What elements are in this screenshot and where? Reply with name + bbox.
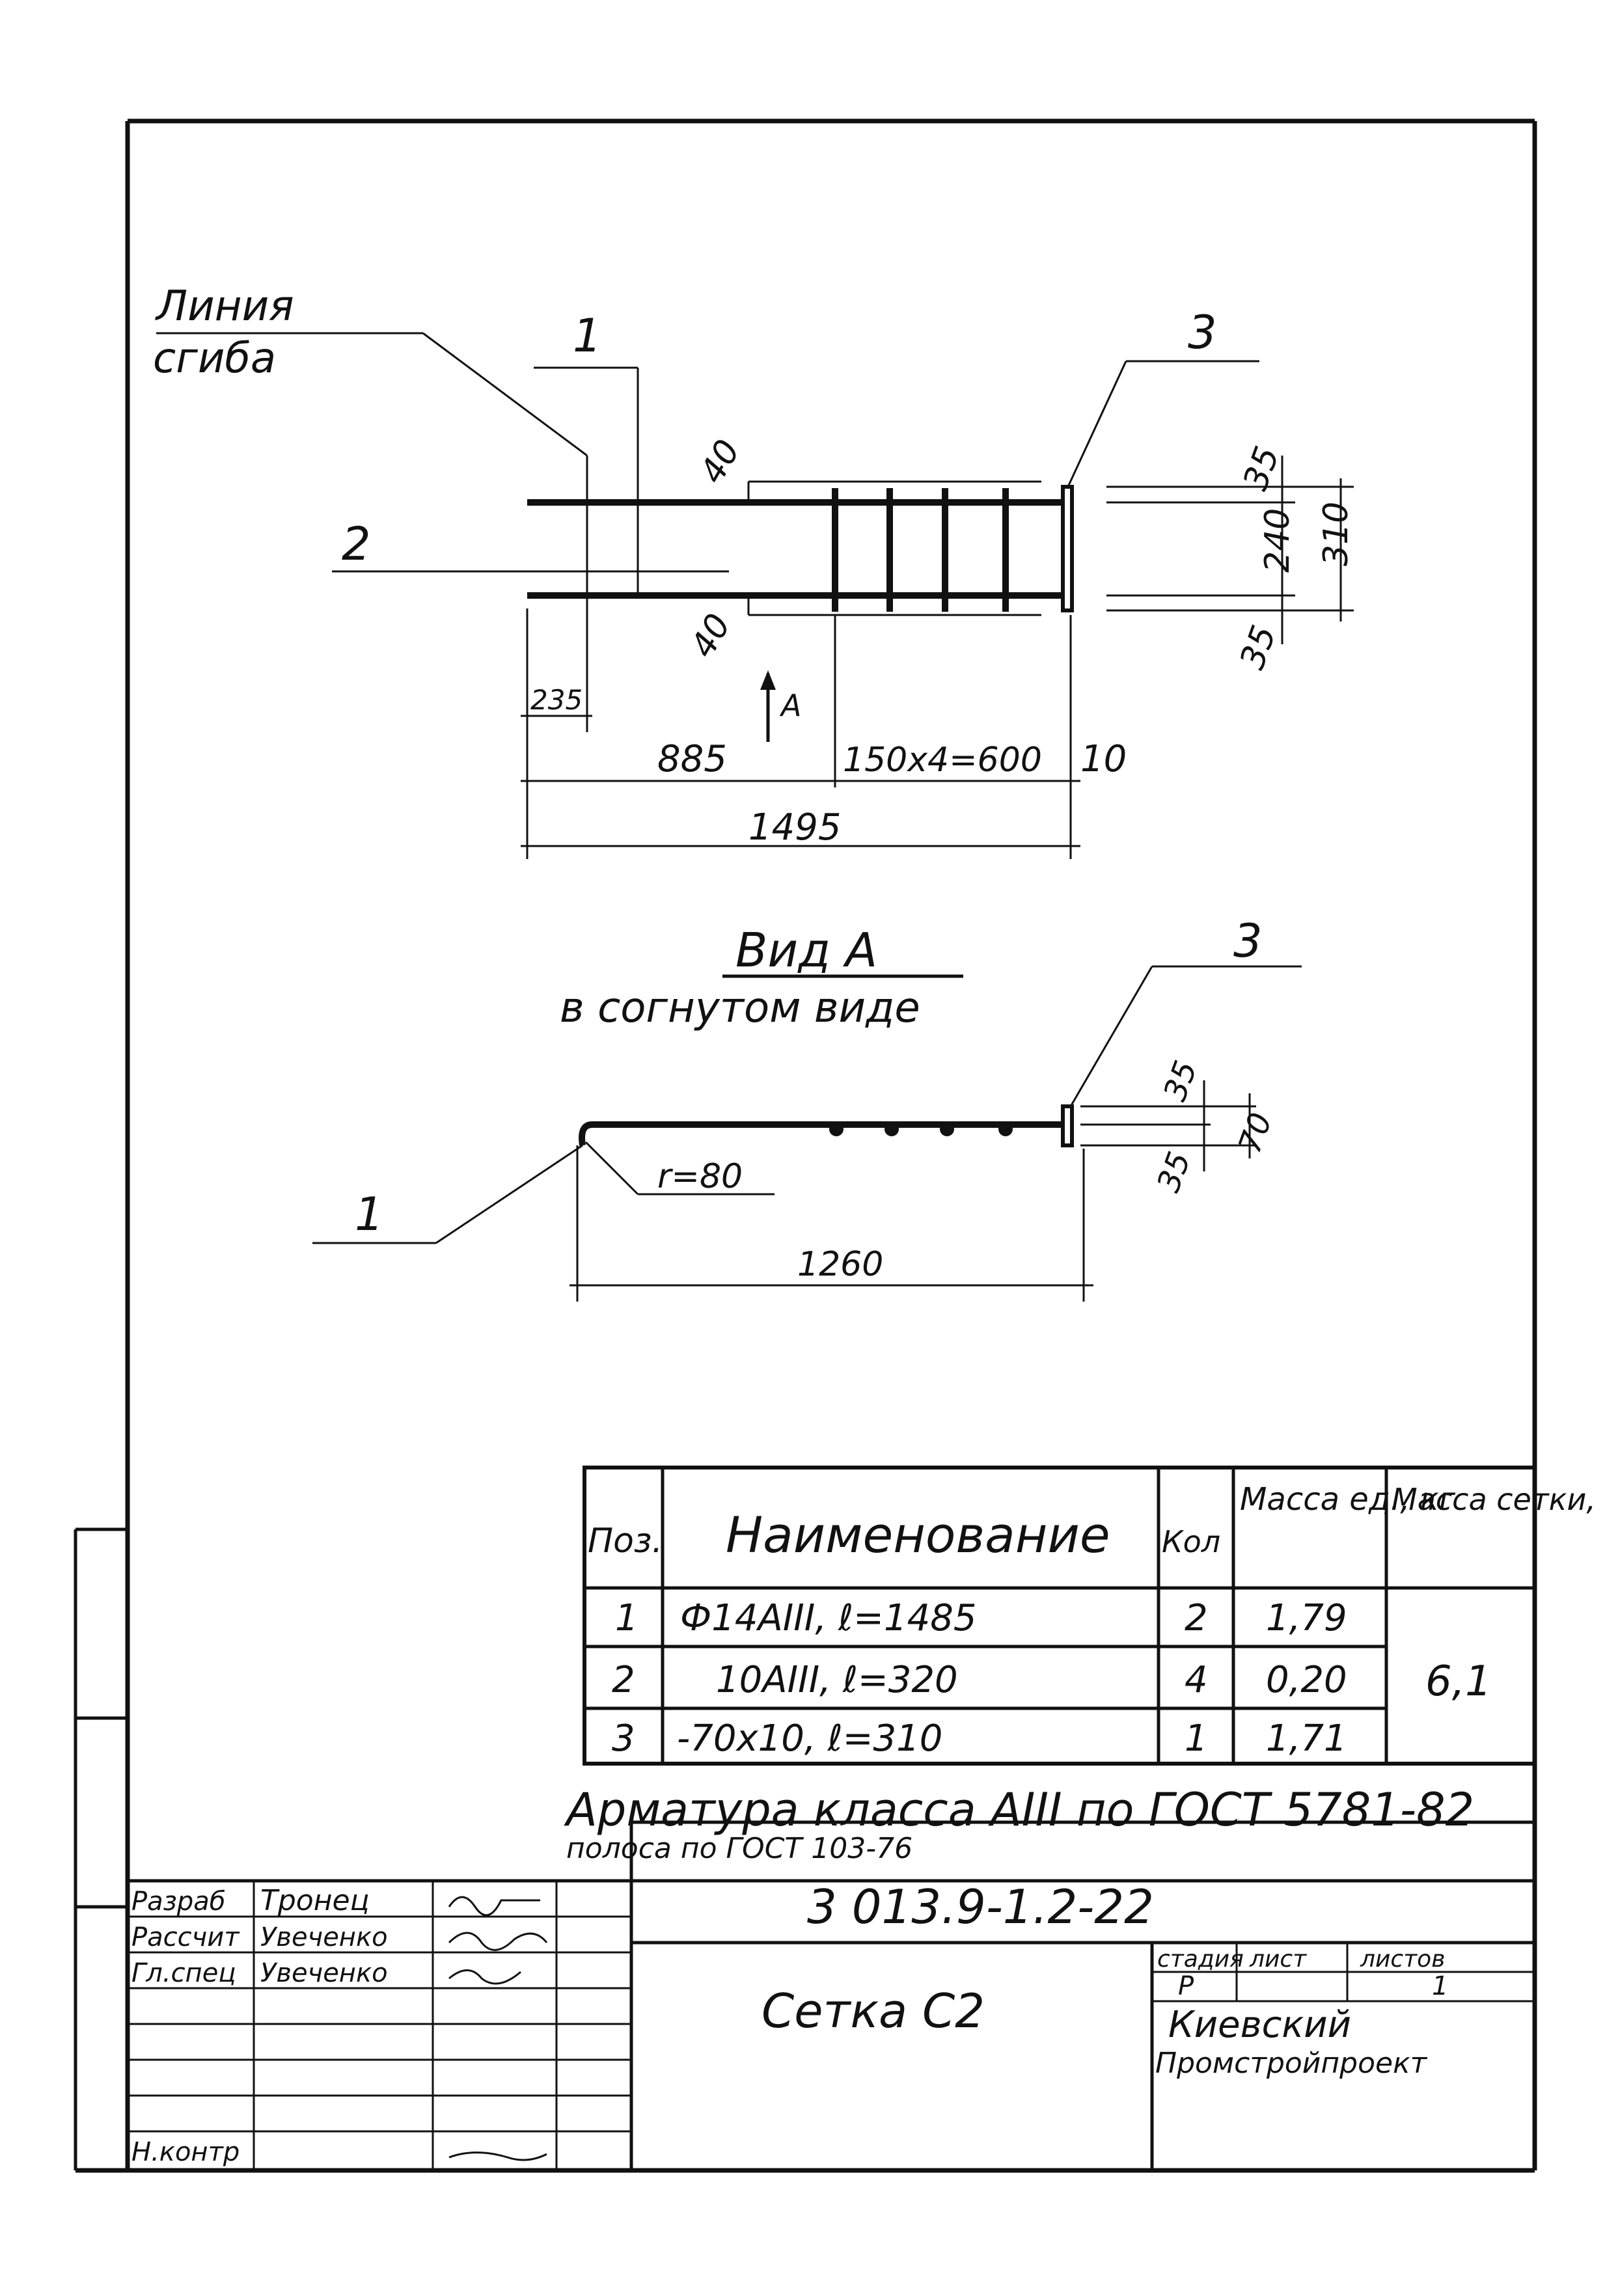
org-line-2: Промстройпроект [1155, 2047, 1428, 2080]
dim-235: 235 [530, 684, 583, 716]
sheet-frame [74, 118, 1537, 2173]
pos-3-bent-label: 3 [1233, 914, 1263, 968]
dim-310: 310 [1317, 502, 1356, 566]
dim-40-top: 40 [693, 433, 748, 490]
spec-row-2-name: 10АIII, ℓ=320 [716, 1659, 958, 1701]
bent-view [312, 965, 1302, 1302]
role-1: Разраб [131, 1887, 225, 1917]
spec-header-qty: Кол [1162, 1524, 1220, 1559]
spec-row-3-qty: 1 [1185, 1717, 1208, 1760]
role-1-name: Тронец [260, 1884, 370, 1917]
plan-view [156, 332, 1354, 859]
stage-value: Р [1178, 1971, 1194, 2001]
pos-3-label: 3 [1188, 306, 1217, 359]
dim-10: 10 [1080, 738, 1127, 780]
dim-35-v1: 35 [1157, 1056, 1205, 1106]
sheets-value: 1 [1432, 1971, 1448, 2001]
spec-mesh-mass-value: 6,1 [1425, 1658, 1492, 1706]
pos-1-bent-label: 1 [355, 1188, 384, 1241]
dim-240: 240 [1258, 508, 1297, 573]
spec-header-name: Наименование [726, 1506, 1110, 1564]
role-2: Рассчит [131, 1922, 240, 1952]
note-line-2: полоса по ГОСТ 103-76 [566, 1832, 912, 1865]
spec-header-mesh-mass: Масса сетки, кг [1392, 1482, 1605, 1517]
stage-header: стадия [1157, 1946, 1244, 1973]
spec-header-pos: Поз. [588, 1522, 663, 1561]
spec-row-3-name: -70x10, ℓ=310 [677, 1717, 942, 1760]
dim-600: 150x4=600 [843, 741, 1042, 780]
sheets-header: листов [1360, 1946, 1445, 1973]
doc-number: 3 013.9-1.2-22 [807, 1879, 1154, 1934]
spec-row-2-pos: 2 [612, 1659, 635, 1701]
role-2-name: Увеченко [260, 1922, 388, 1952]
spec-row-1-qty: 2 [1185, 1597, 1208, 1639]
spec-row-3-pos: 3 [612, 1717, 635, 1760]
view-title: Вид А [735, 923, 877, 977]
bend-line-label-1: Линия [155, 282, 294, 331]
spec-row-1-unit-mass: 1,79 [1266, 1597, 1347, 1639]
pos-2-label: 2 [342, 517, 371, 571]
spec-row-3-unit-mass: 1,71 [1266, 1717, 1347, 1760]
role-3: Гл.спец [131, 1958, 236, 1988]
spec-header-unit-mass: Масса ед., кг [1240, 1481, 1456, 1518]
spec-row-1-pos: 1 [615, 1597, 638, 1639]
view-a-arrow-label: A [779, 688, 801, 723]
role-3-name: Увеченко [260, 1958, 388, 1988]
signatures [448, 1896, 548, 2161]
drawing-name: Сетка С2 [761, 1984, 985, 2038]
spec-row-2-unit-mass: 0,20 [1266, 1659, 1347, 1701]
dim-885: 885 [657, 738, 727, 780]
spec-row-2-qty: 4 [1185, 1659, 1208, 1701]
bend-line-label-2: сгиба [153, 335, 276, 383]
dim-35-v2: 35 [1150, 1147, 1198, 1197]
pos-1-label: 1 [573, 309, 602, 362]
role-6: Н.контр [131, 2137, 240, 2167]
spec-row-1-name: Ф14АIII, ℓ=1485 [680, 1597, 977, 1639]
spec-table-grid [583, 1466, 1537, 1766]
view-subtitle: в согнутом виде [560, 984, 920, 1032]
title-block-grid [128, 1820, 1535, 2170]
dim-1260: 1260 [797, 1245, 883, 1284]
org-line-1: Киевский [1168, 2004, 1351, 2046]
sheet-header: лист [1249, 1946, 1307, 1973]
end-plate [1061, 485, 1074, 612]
note-line-1: Арматура класса АIII по ГОСТ 5781-82 [564, 1783, 1474, 1837]
dim-70: 70 [1231, 1108, 1280, 1158]
dim-1495: 1495 [748, 806, 842, 849]
dim-35-bottom: 35 [1233, 620, 1284, 674]
bend-radius: r=80 [657, 1157, 743, 1196]
dim-40-bottom: 40 [683, 607, 739, 664]
bent-bar [579, 1121, 1061, 1146]
